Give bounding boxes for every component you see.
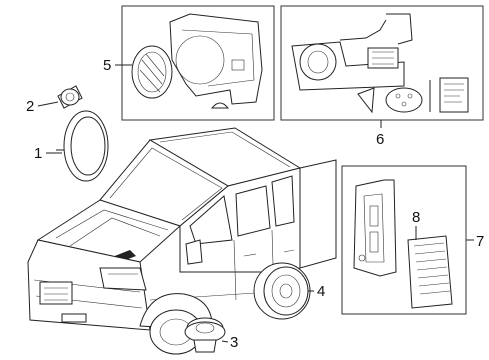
svg-text:7: 7 bbox=[476, 233, 484, 250]
callout-6-label: 6 bbox=[376, 120, 384, 148]
part-1-speaker-trim-ring bbox=[56, 110, 109, 182]
svg-text:1: 1 bbox=[34, 145, 42, 162]
callout-1-label: 1 bbox=[34, 145, 62, 162]
callout-4-label: 4 bbox=[308, 283, 325, 300]
subwoofer-enclosure-box bbox=[121, 5, 275, 121]
svg-text:6: 6 bbox=[376, 131, 384, 148]
callout-7-label: 7 bbox=[466, 233, 484, 250]
part-5-subwoofer-enclosure bbox=[131, 13, 263, 109]
svg-text:3: 3 bbox=[230, 334, 238, 351]
pickup-truck-illustration bbox=[27, 127, 337, 355]
callout-5-label: 5 bbox=[103, 57, 132, 74]
callout-8-label: 8 bbox=[412, 209, 420, 240]
part-3-front-speaker bbox=[184, 317, 226, 353]
svg-text:8: 8 bbox=[412, 209, 420, 226]
part-6-subwoofer-kit bbox=[291, 13, 469, 114]
subwoofer-kit-box bbox=[280, 5, 484, 121]
part-7-amplifier-bracket bbox=[353, 179, 397, 277]
part-4-door-speaker bbox=[253, 262, 311, 320]
callout-3-label: 3 bbox=[221, 334, 238, 351]
part-8-amplifier-module bbox=[407, 235, 453, 309]
svg-text:5: 5 bbox=[103, 57, 111, 74]
part-2-tweeter bbox=[57, 85, 83, 109]
svg-text:4: 4 bbox=[317, 283, 325, 300]
svg-text:2: 2 bbox=[26, 98, 34, 115]
callout-2-label: 2 bbox=[26, 98, 59, 115]
